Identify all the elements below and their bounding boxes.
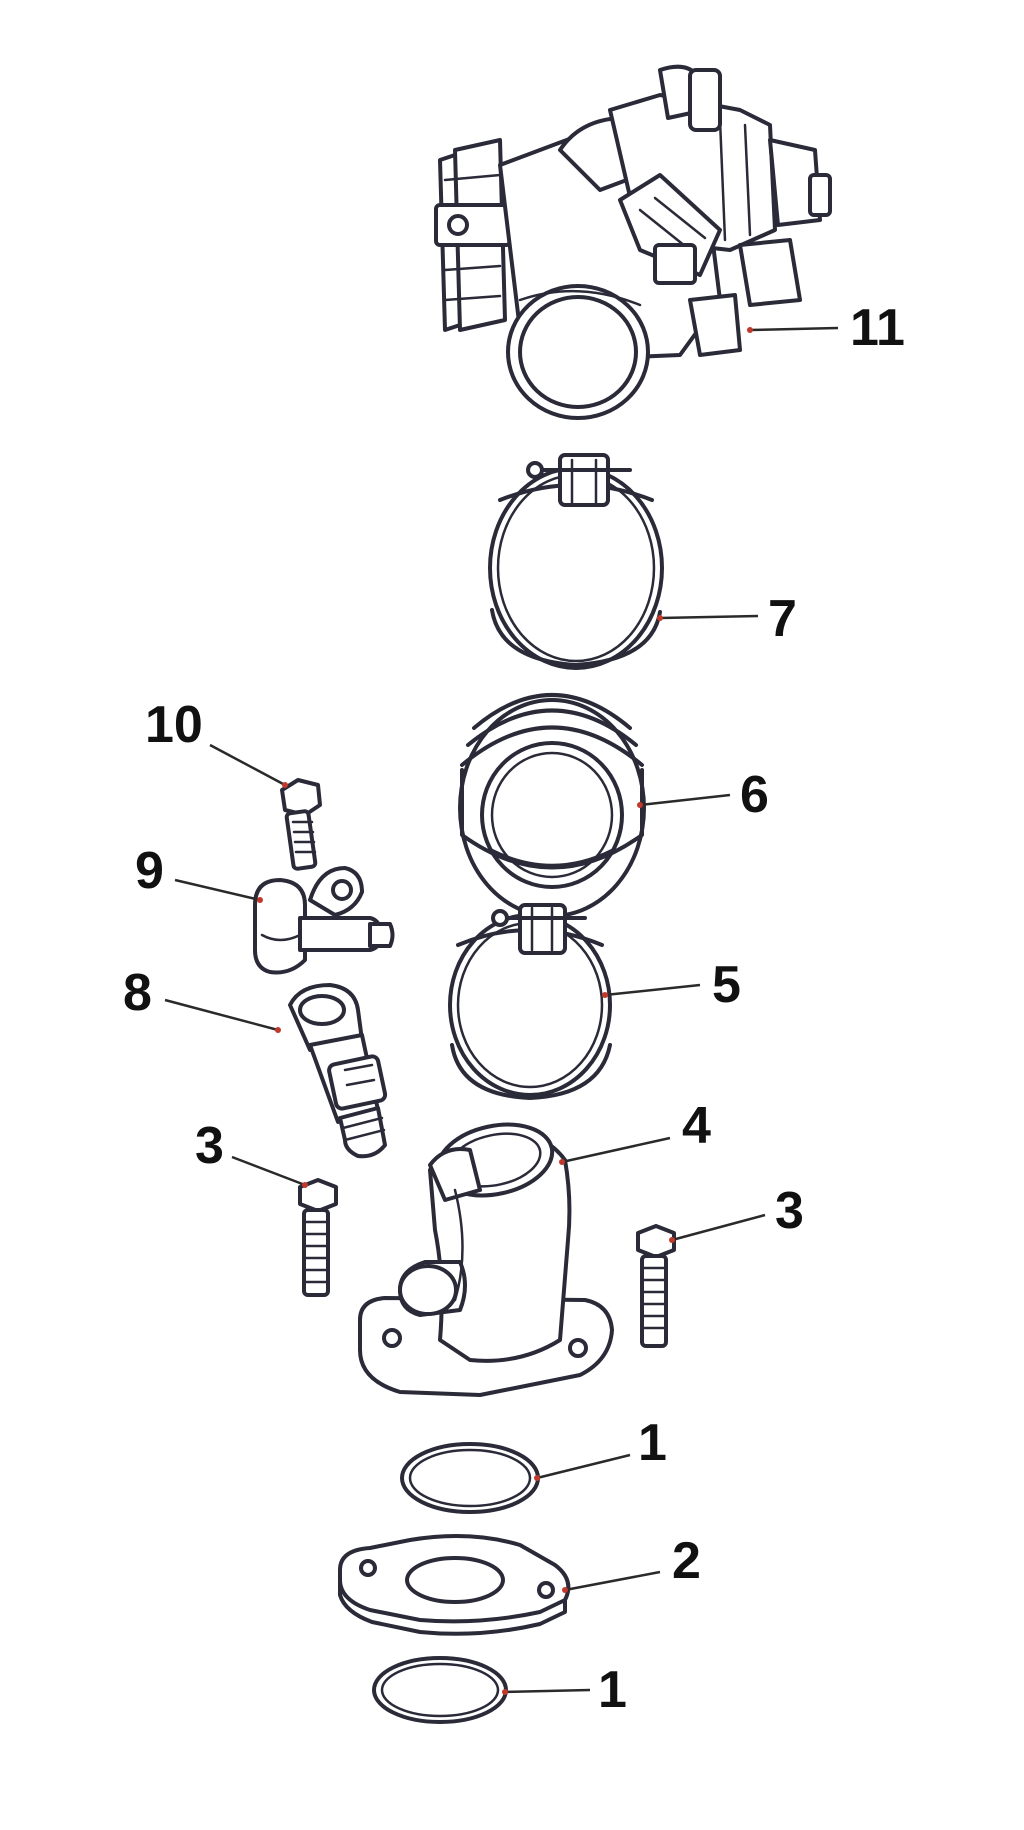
leader-4 <box>561 1136 671 1164</box>
leader-3-left <box>231 1155 306 1187</box>
leader-3-right <box>671 1213 766 1242</box>
leader-9 <box>174 878 261 902</box>
intake-manifold-part <box>358 1122 614 1397</box>
callout-8: 8 <box>123 964 152 1022</box>
bolt-right-part <box>636 1224 676 1348</box>
leader-5 <box>604 983 701 997</box>
callout-3-left: 3 <box>195 1117 224 1175</box>
hose-clamp-lower-part <box>448 903 612 1100</box>
hose-clamp-upper-part <box>488 453 664 670</box>
leader-6 <box>639 793 731 807</box>
callout-1-lower: 1 <box>598 1661 627 1719</box>
leader-1-upper <box>536 1453 631 1480</box>
callout-numbers: 11 7 6 10 9 5 8 4 3 3 1 2 1 <box>123 299 905 1719</box>
leader-8 <box>164 998 279 1032</box>
leader-10 <box>209 743 286 787</box>
callout-7: 7 <box>768 590 797 648</box>
injector-cap-part <box>253 866 395 975</box>
callout-10: 10 <box>145 696 203 754</box>
callout-4: 4 <box>682 1097 711 1155</box>
callout-1-upper: 1 <box>638 1414 667 1472</box>
fuel-injector-part <box>288 983 388 1159</box>
bolt-small-part <box>280 778 322 871</box>
intake-rubber-joint-part <box>458 693 646 918</box>
throttle-body-part <box>434 64 832 420</box>
callout-5: 5 <box>712 956 741 1014</box>
leader-lines <box>164 326 839 1695</box>
callout-11: 11 <box>850 299 905 357</box>
bolt-left-part <box>298 1178 338 1297</box>
callout-2: 2 <box>672 1532 701 1590</box>
leader-2 <box>564 1570 661 1592</box>
callout-3-right: 3 <box>775 1182 804 1240</box>
leader-7 <box>659 614 759 620</box>
o-ring-upper-part <box>400 1442 540 1514</box>
leader-1-lower <box>504 1688 591 1694</box>
o-ring-lower-part <box>372 1656 508 1724</box>
callout-9: 9 <box>135 842 164 900</box>
leader-11 <box>749 326 839 332</box>
insulator-gasket-part <box>338 1534 571 1636</box>
callout-6: 6 <box>740 766 769 824</box>
